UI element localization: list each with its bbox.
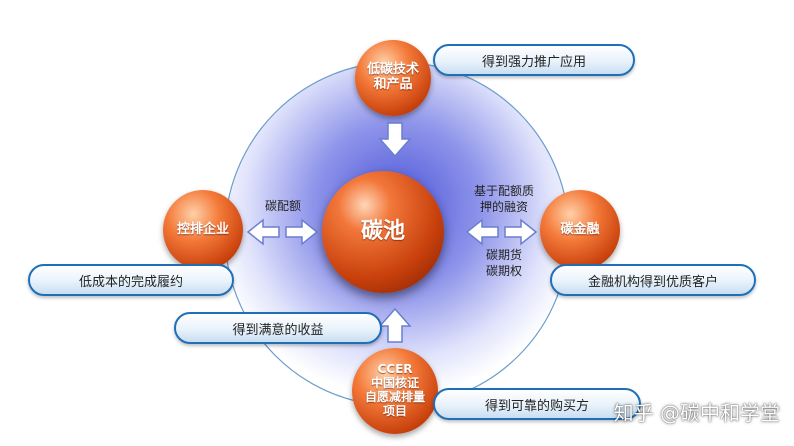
ccer-project-label: CCER 中国核证 自愿减排量 项目 — [364, 362, 425, 418]
carbon-pool-node: 碳池 — [322, 171, 444, 293]
pill-reliable-buyer-text: 得到可靠的购买方 — [484, 398, 589, 414]
arrow-down-from-top — [378, 122, 412, 158]
ccer-project-node: CCER 中国核证 自愿减排量 项目 — [352, 348, 438, 434]
label-carbon-quota: 碳配额 — [264, 199, 301, 213]
pill-quality-clients-text: 金融机构得到优质客户 — [587, 274, 718, 290]
label-quota-pledge-financing: 基于配额质 押的融资 — [473, 184, 534, 215]
carbon-finance-node: 碳金融 — [540, 190, 620, 270]
pill-low-cost-compliance: 低成本的完成履约 — [28, 264, 234, 296]
watermark: 知乎 @碳中和学堂 — [613, 401, 780, 425]
emission-company-label: 控排企业 — [176, 221, 229, 237]
pill-low-cost-compliance-text: 低成本的完成履约 — [78, 274, 183, 290]
pill-promotion: 得到强力推广应用 — [433, 44, 635, 76]
pill-satisfying-returns: 得到满意的收益 — [174, 312, 382, 344]
arrow-right-to-finance — [504, 218, 538, 246]
pill-quality-clients: 金融机构得到优质客户 — [550, 264, 756, 296]
arrow-right-to-pool — [285, 218, 319, 246]
carbon-pool-label: 碳池 — [360, 219, 405, 245]
carbon-finance-label: 碳金融 — [560, 221, 600, 237]
pill-satisfying-returns-text: 得到满意的收益 — [232, 322, 324, 338]
pill-reliable-buyer: 得到可靠的购买方 — [433, 388, 641, 420]
arrow-left-to-pool — [465, 218, 499, 246]
label-carbon-futures-options: 碳期货 碳期权 — [485, 248, 522, 279]
arrow-up-from-bottom — [378, 307, 412, 343]
low-carbon-tech-label: 低碳技术 和产品 — [366, 62, 419, 92]
pill-promotion-text: 得到强力推广应用 — [481, 54, 586, 70]
arrow-left-to-company — [246, 218, 280, 246]
low-carbon-tech-node: 低碳技术 和产品 — [355, 40, 431, 116]
emission-company-node: 控排企业 — [163, 190, 243, 270]
